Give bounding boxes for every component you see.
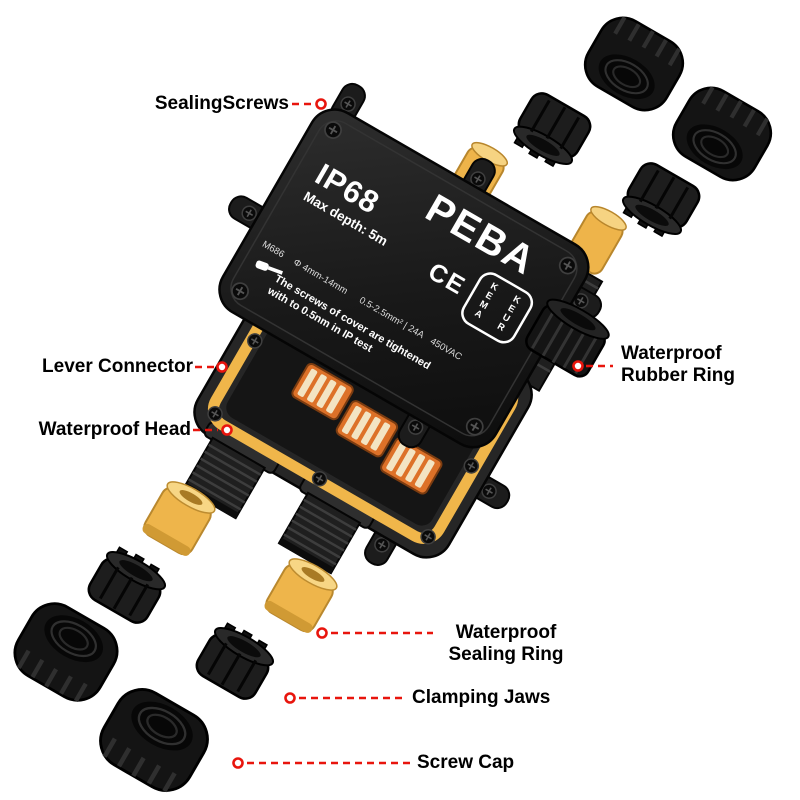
- label-lever-connector: Lever Connector: [42, 356, 193, 377]
- label-line: Waterproof: [621, 343, 722, 364]
- lever-connector-block: [291, 362, 354, 421]
- screw-cap-part: [5, 594, 127, 710]
- lid-body: [218, 108, 590, 449]
- kema-keur-badge: KEMA KEUR: [461, 272, 534, 344]
- lever-connector-block: [380, 437, 443, 495]
- clamping-jaw-part: [190, 616, 282, 705]
- label-sealing-screws: SealingScrews: [154, 93, 289, 114]
- screw-cap-part: [664, 79, 780, 190]
- target-dot-screw-cap: [232, 757, 244, 769]
- label-waterproof-rubber-ring: Waterproof Rubber Ring: [621, 343, 735, 387]
- lever-connector-block: [335, 400, 399, 458]
- label-line: Rubber Ring: [621, 365, 735, 386]
- target-dot-waterproof-head: [221, 424, 233, 436]
- label-line: Waterproof: [455, 622, 557, 643]
- screw-cap-part: [576, 9, 692, 120]
- label-screw-cap: Screw Cap: [417, 752, 515, 773]
- label-line: Sealing Ring: [448, 644, 564, 665]
- target-dot-clamping-jaws: [284, 692, 296, 704]
- screw-cap-part: [90, 679, 217, 800]
- callout-leaders: [193, 98, 613, 769]
- label-waterproof-sealing-ring: Waterproof Sealing Ring: [438, 622, 574, 666]
- screwdriver-icon: [255, 260, 283, 275]
- target-dot-lever-connector: [216, 361, 228, 373]
- label-clamping-jaws: Clamping Jaws: [412, 687, 551, 708]
- target-dot-sealing-screws: [315, 98, 327, 110]
- clamping-jaw-part: [82, 540, 174, 629]
- target-dot-sealing-ring: [316, 627, 328, 639]
- clamping-jaw-part: [614, 157, 706, 246]
- junction-box-lid: IP68 Max depth: 5m PEBA CE KEMA KEUR M68…: [218, 60, 637, 496]
- label-waterproof-head: Waterproof Head: [38, 419, 191, 440]
- target-dot-rubber-ring: [572, 360, 584, 372]
- clamping-jaw-part: [505, 87, 597, 176]
- lid-bevel: [230, 120, 578, 437]
- waterproof-head-port-2: [277, 476, 375, 575]
- keur-column: KEUR: [495, 294, 522, 334]
